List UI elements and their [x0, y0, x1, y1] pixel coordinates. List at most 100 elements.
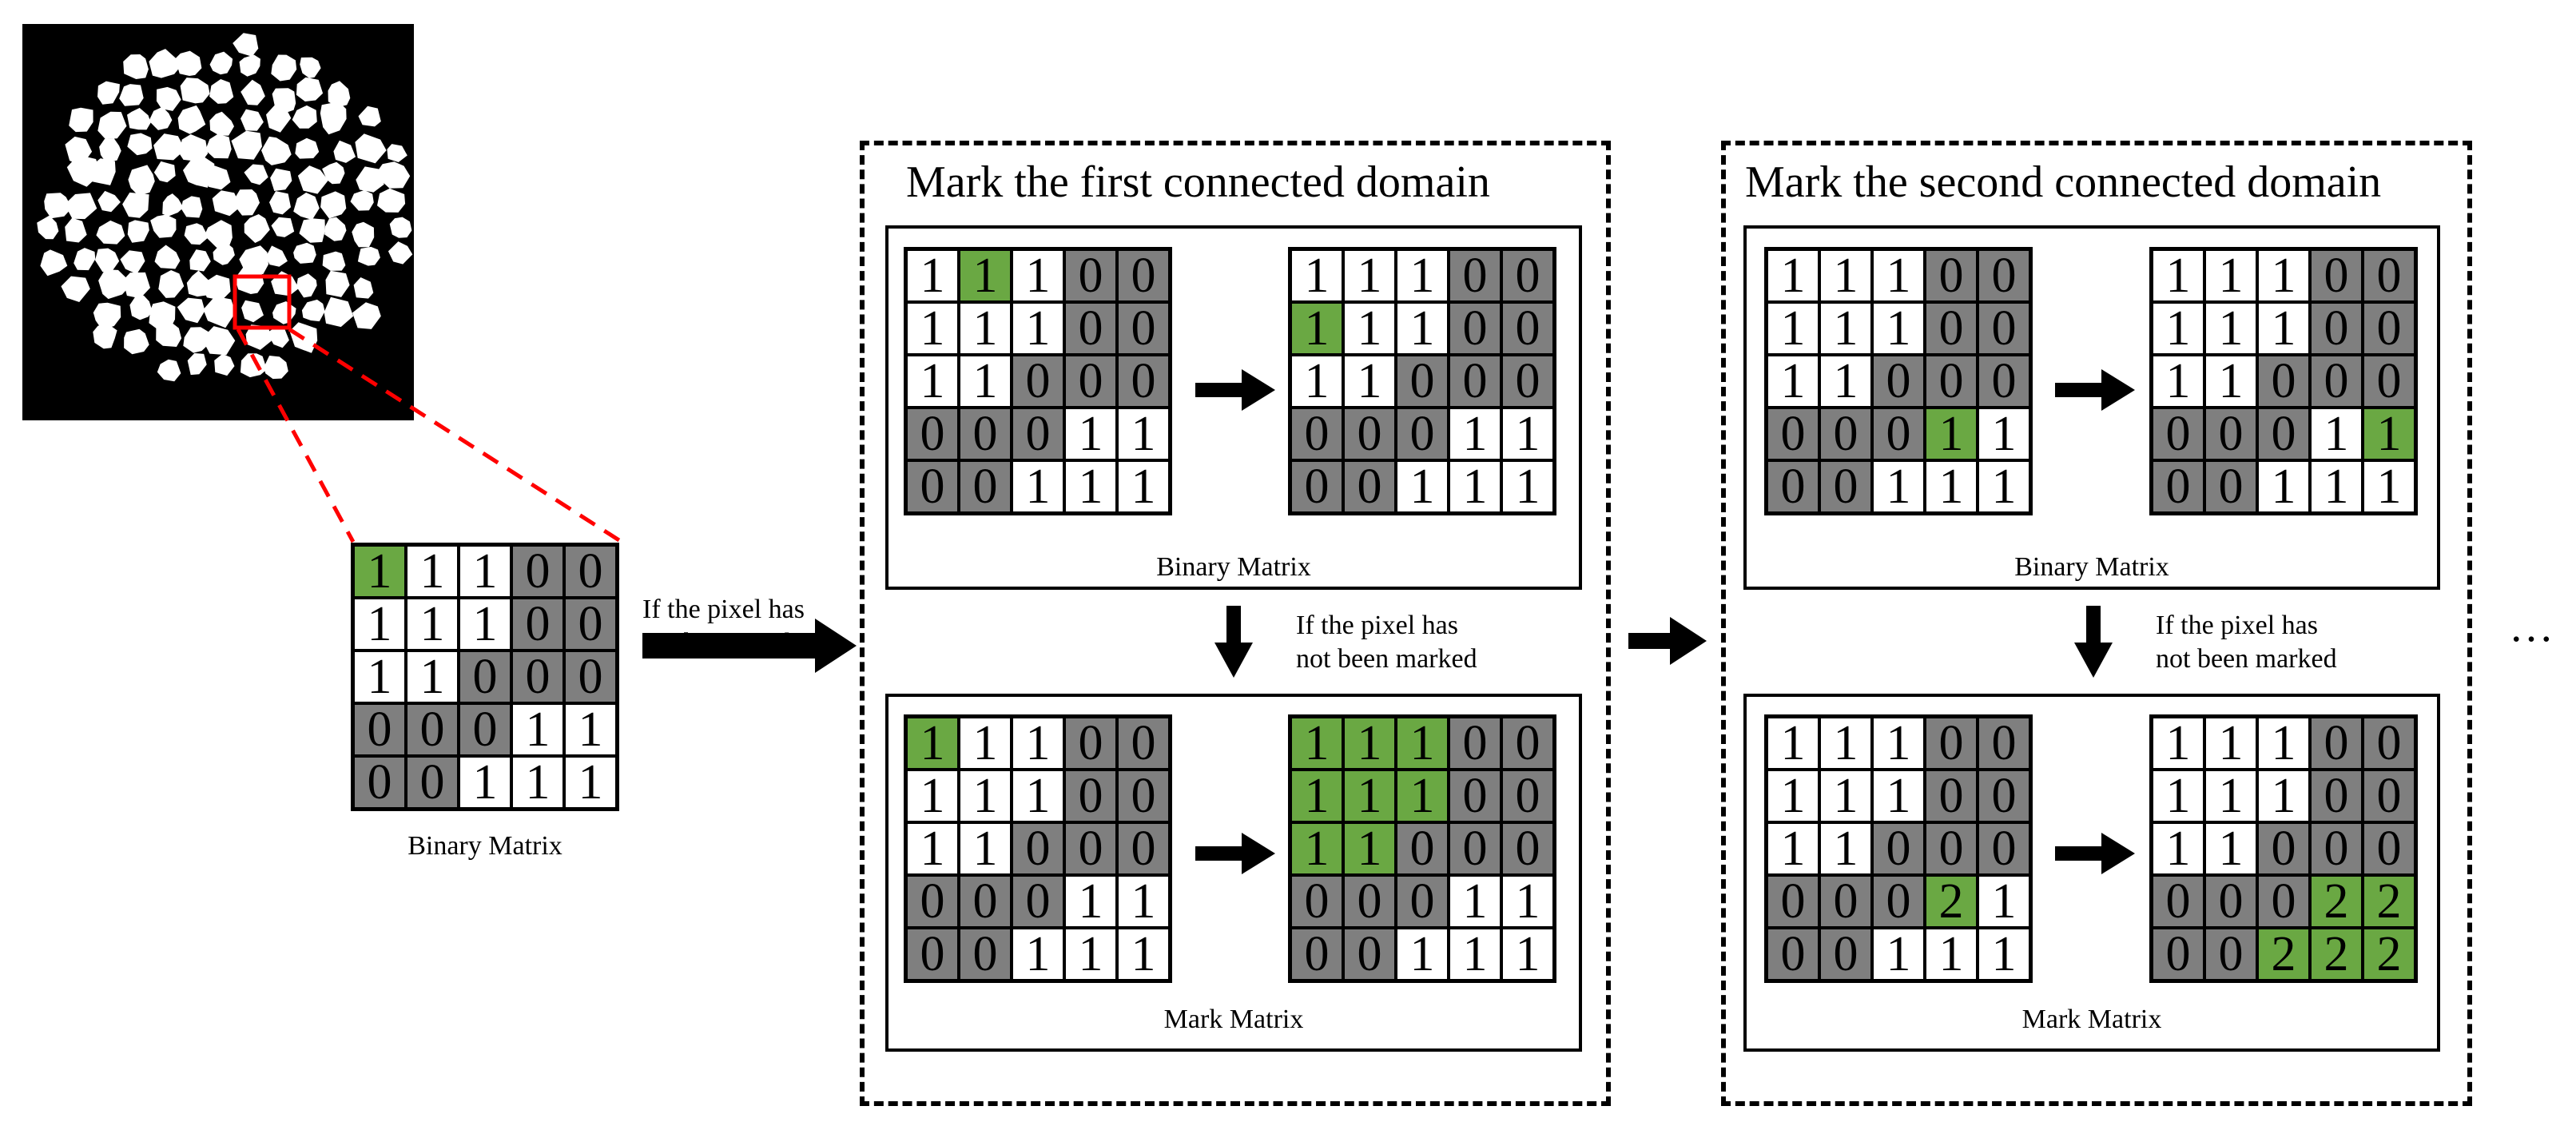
cell-blob	[98, 269, 129, 300]
matrix-cell: 0	[1501, 249, 1554, 302]
matrix-cell: 0	[1064, 717, 1117, 770]
matrix-cell: 1	[2363, 460, 2415, 513]
matrix-cell: 0	[1117, 355, 1170, 408]
matrix-cell: 2	[2257, 928, 2310, 981]
matrix-cell: 0	[1925, 770, 1978, 822]
cell-blob	[156, 86, 181, 111]
matrix-cell: 1	[1343, 822, 1396, 875]
cell-blob	[209, 51, 233, 75]
matrix-cell: 0	[1767, 928, 1819, 981]
stage-1-frame	[860, 141, 1611, 1106]
matrix-cell: 0	[1501, 355, 1554, 408]
cell-blob	[356, 166, 384, 193]
matrix-cell: 0	[906, 875, 959, 928]
matrix-cell: 0	[564, 598, 617, 651]
matrix-cell: 1	[1449, 928, 1501, 981]
matrix-cell: 0	[1290, 928, 1343, 981]
matrix-cell: 0	[1819, 460, 1872, 513]
matrix-cell: 0	[1872, 408, 1925, 460]
matrix-cell: 1	[1767, 770, 1819, 822]
matrix-cell: 1	[406, 598, 459, 651]
matrix-cell: 1	[1396, 302, 1449, 355]
matrix-cell: 1	[2257, 249, 2310, 302]
cell-blob	[183, 327, 211, 353]
matrix-cell: 0	[1501, 302, 1554, 355]
matrix-cell: 0	[1396, 408, 1449, 460]
matrix-cell: 1	[1872, 717, 1925, 770]
matrix-cell: 1	[1117, 460, 1170, 513]
cell-blob	[353, 277, 374, 299]
cell-blob	[127, 220, 149, 243]
matrix-cell: 1	[1767, 822, 1819, 875]
matrix-cell: 0	[1117, 302, 1170, 355]
matrix-cell: 0	[1767, 875, 1819, 928]
matrix-cell: 1	[511, 756, 564, 809]
cell-blob	[265, 245, 288, 267]
matrix-cell: 1	[1449, 460, 1501, 513]
matrix-cell: 0	[1819, 928, 1872, 981]
cell-blob	[175, 50, 202, 76]
matrix-cell: 0	[1872, 822, 1925, 875]
cell-blob	[388, 241, 413, 265]
matrix-cell: 0	[1872, 355, 1925, 408]
cell-blob	[180, 78, 210, 104]
matrix-cell: 1	[1012, 302, 1064, 355]
matrix-cell: 0	[1396, 875, 1449, 928]
matrix-cell: 0	[1012, 408, 1064, 460]
matrix-cell: 1	[1343, 302, 1396, 355]
matrix-cell: 0	[1064, 770, 1117, 822]
matrix-cell: 1	[1396, 249, 1449, 302]
cell-blob	[271, 54, 297, 82]
cell-blob	[214, 353, 235, 376]
cell-blob	[297, 165, 328, 194]
cell-blob	[322, 161, 345, 185]
matrix-cell: 1	[1449, 408, 1501, 460]
cell-blob	[61, 276, 90, 302]
cell-blob	[184, 223, 209, 245]
stage-2-note-line-2: not been marked	[2156, 644, 2337, 674]
stage-2-binary-caption: Binary Matrix	[2014, 552, 2169, 582]
cell-blob	[74, 248, 96, 271]
matrix-cell: 1	[1767, 355, 1819, 408]
matrix-cell: 0	[2204, 875, 2257, 928]
matrix-cell: 2	[1925, 875, 1978, 928]
cell-blob	[241, 109, 264, 131]
matrix-cell: 0	[564, 651, 617, 703]
cell-blob	[122, 192, 149, 218]
matrix-cell: 1	[1978, 875, 2030, 928]
matrix-cell: 1	[2152, 770, 2204, 822]
stage-1-title: Mark the first connected domain	[906, 157, 1490, 207]
cell-blob	[149, 49, 181, 78]
matrix-cell: 1	[1290, 822, 1343, 875]
matrix-cell: 0	[959, 460, 1012, 513]
matrix-cell: 1	[1819, 355, 1872, 408]
matrix-cell: 1	[2204, 355, 2257, 408]
matrix-cell: 1	[1290, 302, 1343, 355]
matrix-cell: 0	[2204, 928, 2257, 981]
matrix-cell: 1	[1064, 875, 1117, 928]
matrix-cell: 1	[511, 703, 564, 756]
matrix-cell: 0	[353, 756, 406, 809]
matrix-cell: 0	[1117, 822, 1170, 875]
matrix-cell: 0	[1925, 249, 1978, 302]
cell-blob	[181, 196, 203, 218]
cell-blob	[266, 104, 292, 133]
matrix-cell: 1	[1064, 928, 1117, 981]
cell-blob	[241, 300, 264, 323]
matrix-cell: 1	[1872, 770, 1925, 822]
matrix-cell: 0	[1449, 355, 1501, 408]
stage-2-down-note: If the pixel has not been marked	[2156, 609, 2337, 676]
matrix-cell: 0	[1449, 302, 1501, 355]
cell-blob	[189, 249, 211, 272]
matrix-cell: 1	[459, 756, 511, 809]
cell-blob	[320, 101, 347, 135]
stage-1-note-line-2: not been marked	[1296, 644, 1477, 674]
input-note-line-2: not been marked	[642, 628, 824, 658]
matrix-cell: 1	[959, 717, 1012, 770]
matrix-cell: 0	[353, 703, 406, 756]
